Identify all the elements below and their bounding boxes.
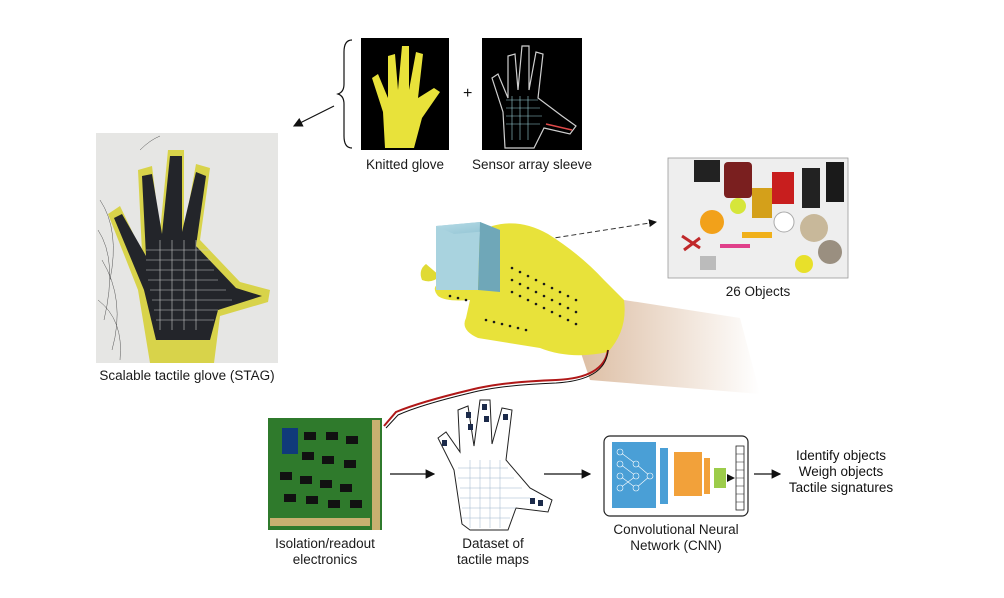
electronics-board bbox=[268, 418, 382, 530]
stag-photo bbox=[96, 133, 278, 363]
electronics-label: Isolation/readout electronics bbox=[275, 536, 375, 567]
sensor-sleeve-label: Sensor array sleeve bbox=[471, 157, 593, 172]
cnn-diagram bbox=[603, 435, 749, 517]
cnn-label: Convolutional Neural Network (CNN) bbox=[613, 522, 739, 553]
output-weigh: Weigh objects bbox=[798, 464, 884, 479]
arrow-to-stag bbox=[292, 105, 335, 127]
objects-photo bbox=[667, 157, 849, 279]
objects-label: 26 Objects bbox=[725, 284, 791, 299]
tactile-map-hand bbox=[437, 399, 553, 531]
sensor-sleeve-photo bbox=[482, 38, 582, 150]
outputs-list: Identify objects Weigh objects Tactile s… bbox=[785, 448, 897, 496]
wire bbox=[383, 349, 609, 427]
glove-hand-illustration bbox=[420, 222, 760, 394]
plus-sign: + bbox=[463, 85, 472, 102]
knitted-glove-photo bbox=[361, 38, 449, 150]
stag-label: Scalable tactile glove (STAG) bbox=[99, 368, 275, 383]
output-signatures: Tactile signatures bbox=[788, 480, 894, 495]
knitted-glove-label: Knitted glove bbox=[365, 157, 445, 172]
brace bbox=[336, 39, 353, 149]
dataset-label: Dataset of tactile maps bbox=[456, 536, 530, 567]
output-identify: Identify objects bbox=[795, 448, 887, 463]
